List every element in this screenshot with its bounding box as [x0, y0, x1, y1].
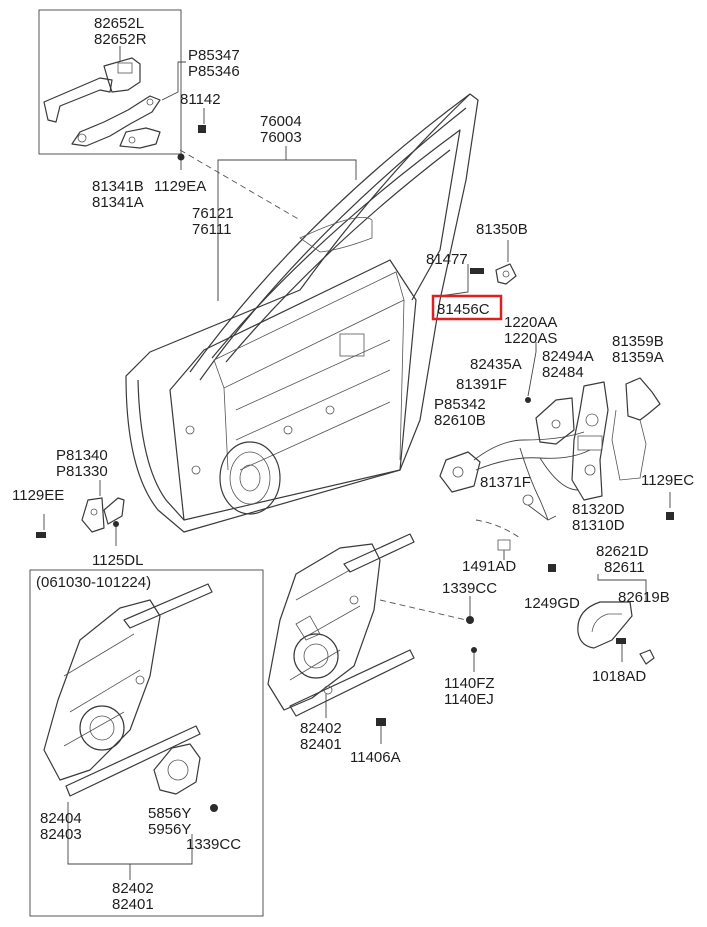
label-1249GD[interactable]: 1249GD	[524, 595, 580, 612]
screw-81477-icon[interactable]	[470, 268, 484, 274]
label-1491AD[interactable]: 1491AD	[462, 558, 516, 575]
screw-1220AA-icon[interactable]	[525, 397, 531, 403]
front-door-panel[interactable]	[125, 93, 479, 533]
bolt-1125DL-icon[interactable]	[113, 521, 119, 546]
leader-82621D	[597, 574, 647, 602]
inset-bolt-1339CC-icon[interactable]	[210, 804, 218, 812]
screw-1018AD-icon[interactable]	[616, 638, 626, 644]
bolt-1339CC-icon[interactable]	[466, 616, 474, 624]
window-regulator-82402[interactable]	[267, 533, 415, 717]
label-1129EA[interactable]: 1129EA	[154, 178, 206, 195]
label-81477[interactable]: 81477	[426, 251, 468, 268]
dash-handle-to-door	[179, 149, 301, 221]
highlight-81456C[interactable]	[431, 294, 503, 321]
handle-group-box	[38, 9, 182, 155]
dash-regulator-bolt	[379, 599, 467, 621]
handle-base-bracket[interactable]	[119, 127, 161, 149]
label-1339CC-main[interactable]: 1339CC	[442, 580, 497, 597]
screw-81142-icon[interactable]	[198, 125, 206, 133]
inset-motor-5856Y[interactable]	[153, 743, 201, 795]
label-1129EC[interactable]: 1129EC	[641, 472, 694, 489]
leader-1220AA	[527, 342, 537, 397]
striker-81350B-icon[interactable]	[495, 263, 517, 285]
label-11406A[interactable]: 11406A	[350, 749, 401, 766]
outside-handle-rod-82494A[interactable]	[535, 397, 575, 445]
dash-latch-guide	[475, 519, 521, 539]
clip-1491AD-icon[interactable]	[497, 539, 511, 560]
inset-regulator-box	[29, 569, 264, 917]
outside-handle-illustration[interactable]	[43, 57, 161, 147]
latch-bracket-81359B[interactable]	[611, 377, 661, 481]
screw-1129EA-icon[interactable]	[177, 153, 185, 171]
inside-handle-82621D[interactable]	[577, 601, 633, 649]
bolt-1140FZ-icon[interactable]	[471, 647, 477, 672]
door-latch-81320D[interactable]	[571, 381, 609, 501]
label-81456C[interactable]: 81456C	[437, 301, 490, 318]
screw-1129EC-icon[interactable]	[666, 512, 674, 520]
label-1125DL[interactable]: 1125DL	[92, 552, 143, 569]
bolt-11406A-icon[interactable]	[376, 718, 386, 744]
label-81350B[interactable]: 81350B	[476, 221, 528, 238]
inset-title: (061030-101224)	[36, 574, 151, 591]
label-1018AD[interactable]: 1018AD	[592, 668, 646, 685]
bezel-82619B-icon[interactable]	[639, 649, 655, 665]
cable-81371F-end[interactable]	[522, 494, 557, 521]
door-hinge-p81340[interactable]	[81, 497, 125, 533]
leader-76004	[217, 146, 357, 301]
label-81142[interactable]: 81142	[180, 91, 221, 108]
label-1129EE[interactable]: 1129EE	[12, 487, 64, 504]
screw-1249GD-icon[interactable]	[548, 564, 556, 572]
label-81391F[interactable]: 81391F	[456, 376, 507, 393]
bolt-1129EE-icon[interactable]	[36, 514, 46, 538]
leader-81477	[439, 264, 469, 297]
label-82619B[interactable]: 82619B	[618, 589, 670, 606]
inset-window-regulator[interactable]	[43, 583, 213, 797]
label-81371F[interactable]: 81371F	[480, 474, 531, 491]
lock-cable-assembly[interactable]	[439, 431, 591, 521]
leader-p85347	[161, 61, 186, 101]
label-82435A[interactable]: 82435A	[470, 356, 522, 373]
label-1339CC-inset[interactable]: 1339CC	[186, 836, 241, 853]
